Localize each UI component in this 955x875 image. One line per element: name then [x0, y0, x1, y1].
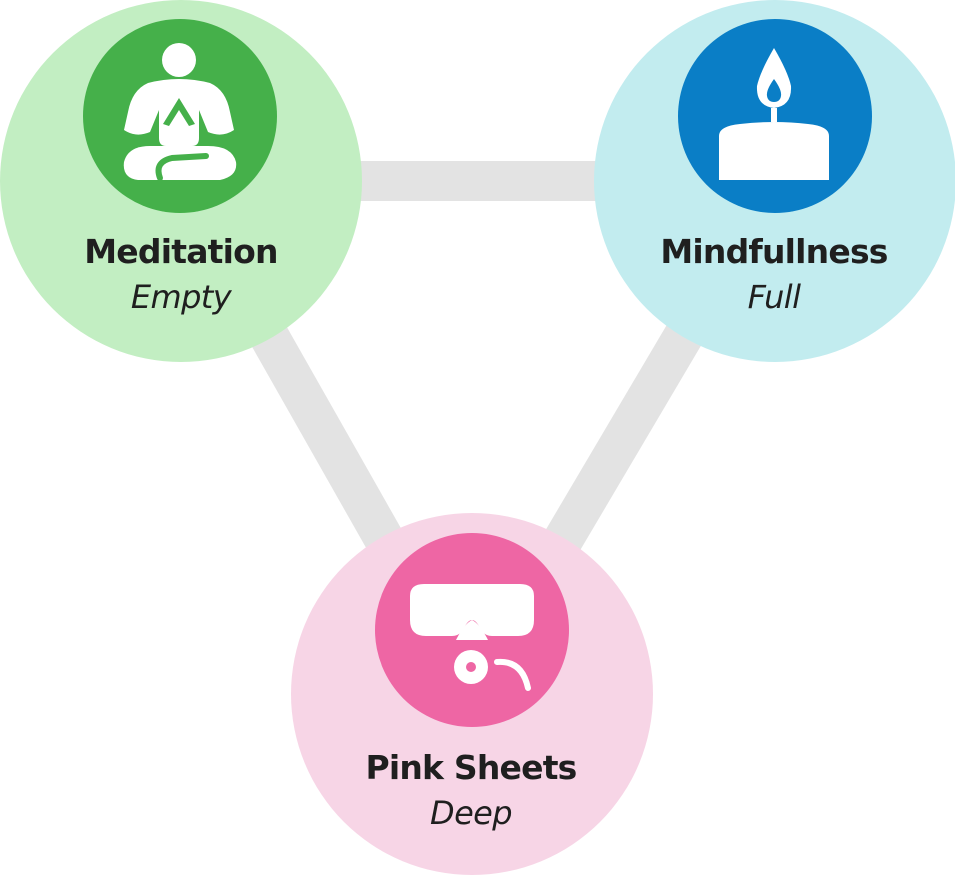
pink-sheets-subtitle: Deep	[430, 794, 513, 832]
node-mindfulness	[594, 0, 955, 362]
mindfulness-title: Mindfullness	[660, 232, 888, 271]
meditation-icon	[83, 19, 277, 213]
meditation-title: Meditation	[84, 232, 278, 271]
meditation-text: Meditation Empty	[31, 229, 331, 319]
mindfulness-subtitle: Full	[747, 278, 801, 316]
mindfulness-text: Mindfullness Full	[624, 229, 924, 319]
pink-sheets-title: Pink Sheets	[365, 748, 577, 787]
node-pink-sheets	[291, 513, 653, 875]
diving-mask-icon	[375, 533, 569, 727]
pink-sheets-text: Pink Sheets Deep	[321, 745, 621, 835]
meditation-subtitle: Empty	[130, 278, 232, 316]
node-meditation	[0, 0, 362, 362]
candle-icon	[678, 19, 872, 213]
